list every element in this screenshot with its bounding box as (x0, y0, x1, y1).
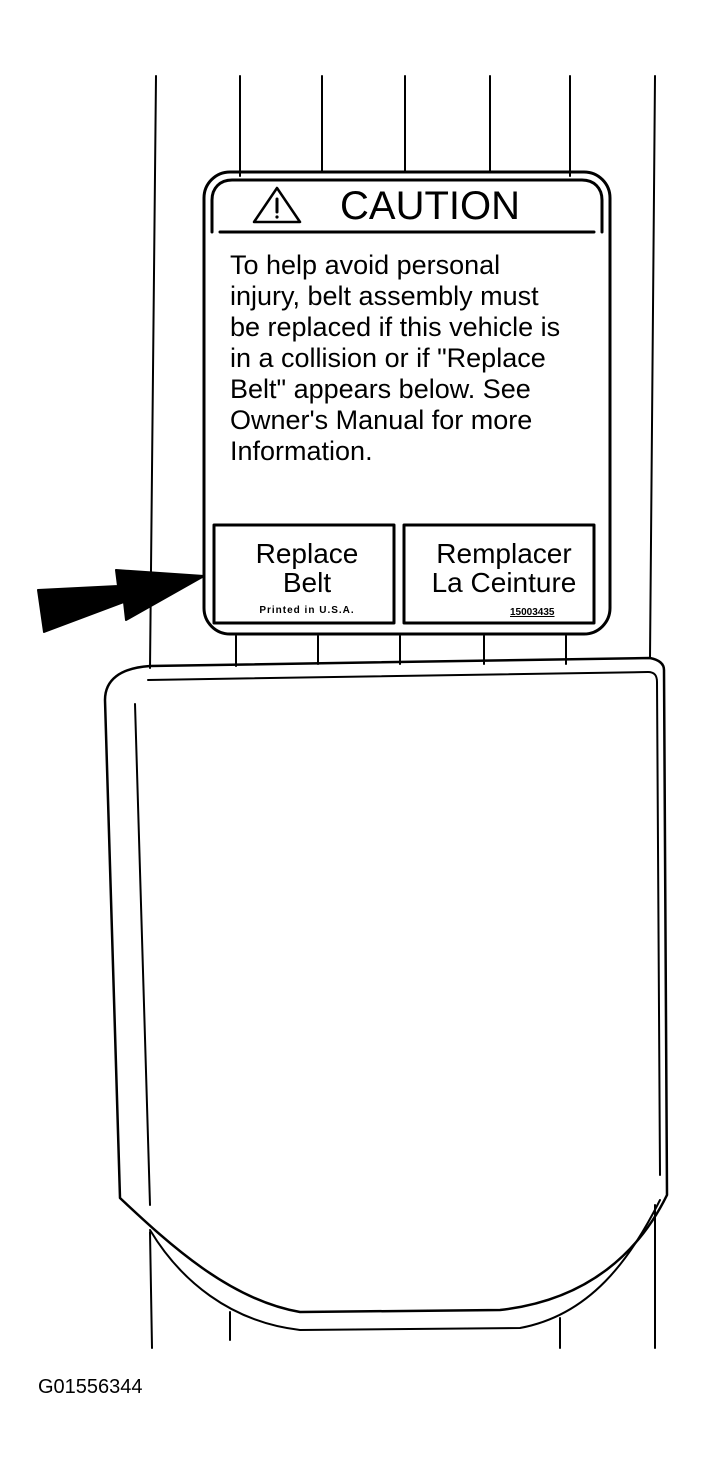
caution-label (202, 170, 612, 636)
caution-body-text: To help avoid personal injury, belt asse… (230, 250, 620, 467)
caution-title: CAUTION (340, 184, 520, 228)
caution-body-line: in a collision or if "Replace (230, 343, 546, 373)
caution-body-line: Information. (230, 436, 373, 466)
belt-webbing (149, 75, 656, 669)
arrow-right-icon (37, 569, 205, 633)
caution-body-line: injury, belt assembly must (230, 281, 539, 311)
part-number: 15003435 (510, 607, 555, 618)
replace-belt-french-line: La Ceinture (431, 567, 577, 598)
belt-cover (103, 656, 669, 1349)
figure-id: G01556344 (38, 1376, 143, 1398)
replace-belt-line: Replace (255, 538, 359, 569)
printed-in-note: Printed in U.S.A. (259, 605, 355, 616)
replace-belt-line: Belt (282, 567, 332, 598)
replace-belt-indicator: Replace Belt (222, 539, 392, 597)
caution-body-line: be replaced if this vehicle is (230, 312, 561, 342)
caution-body-line: Belt" appears below. See (230, 374, 531, 404)
caution-body-line: To help avoid personal (230, 250, 501, 280)
caution-body-line: Owner's Manual for more (230, 405, 533, 435)
replace-belt-french-indicator: Remplacer La Ceinture (412, 539, 596, 597)
replace-belt-french-line: Remplacer (436, 538, 572, 569)
warning-triangle-icon (252, 186, 302, 224)
